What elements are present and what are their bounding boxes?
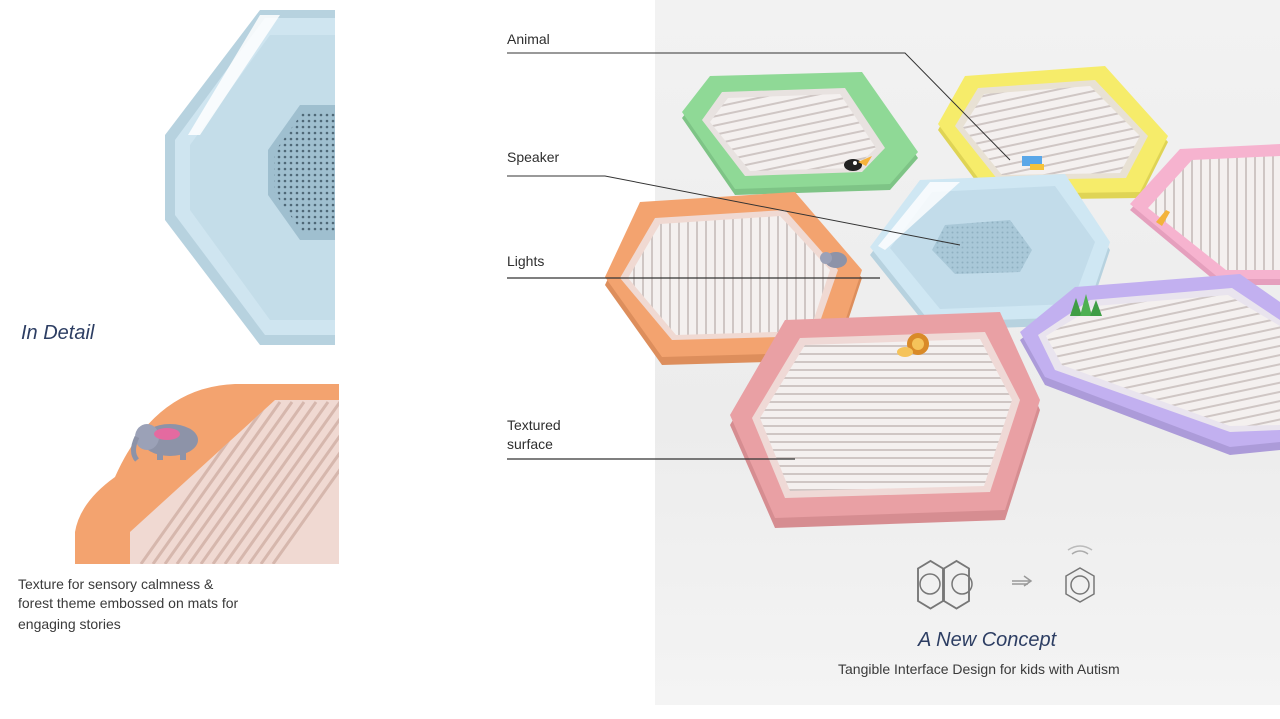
mat-purple: [1020, 274, 1280, 455]
concept-subtitle: Tangible Interface Design for kids with …: [838, 661, 1120, 677]
lion-icon: [897, 333, 929, 357]
mat-pink: [1130, 144, 1280, 285]
callout-leaders: [507, 52, 1011, 460]
concept-icons: [917, 545, 1095, 610]
detail-title: In Detail: [21, 322, 95, 344]
mat-rose: [730, 312, 1040, 528]
callout-animal: Animal: [507, 31, 550, 47]
bird-icon: [1022, 156, 1044, 170]
arrow-right-icon: [1012, 575, 1033, 587]
toucan-icon: [844, 156, 872, 171]
hexagon-pair-icon: [917, 559, 973, 610]
concept-title: A New Concept: [918, 629, 1057, 651]
detail-caption: Texture for sensory calmness & forest th…: [18, 576, 239, 632]
hexagon-mats-render: [605, 66, 1280, 528]
leader-speaker: [507, 175, 961, 246]
mat-yellow: [938, 66, 1168, 200]
callout-speaker: Speaker: [507, 149, 560, 165]
mat-green: [682, 72, 918, 195]
callout-lights: Lights: [507, 253, 545, 269]
detail-speaker-closeup: [150, 10, 335, 360]
leader-animal: [507, 52, 1011, 161]
hexagon-speaker-icon: [1065, 545, 1095, 603]
elephant-icon: [131, 424, 198, 462]
elephant-small-icon: [820, 252, 847, 268]
trees-icon: [1070, 294, 1102, 316]
detail-texture-closeup: [75, 384, 339, 564]
callout-textured-surface: Textured surface: [507, 417, 561, 452]
mat-blue-speaker: [870, 174, 1110, 330]
giraffe-icon: [1156, 210, 1170, 226]
